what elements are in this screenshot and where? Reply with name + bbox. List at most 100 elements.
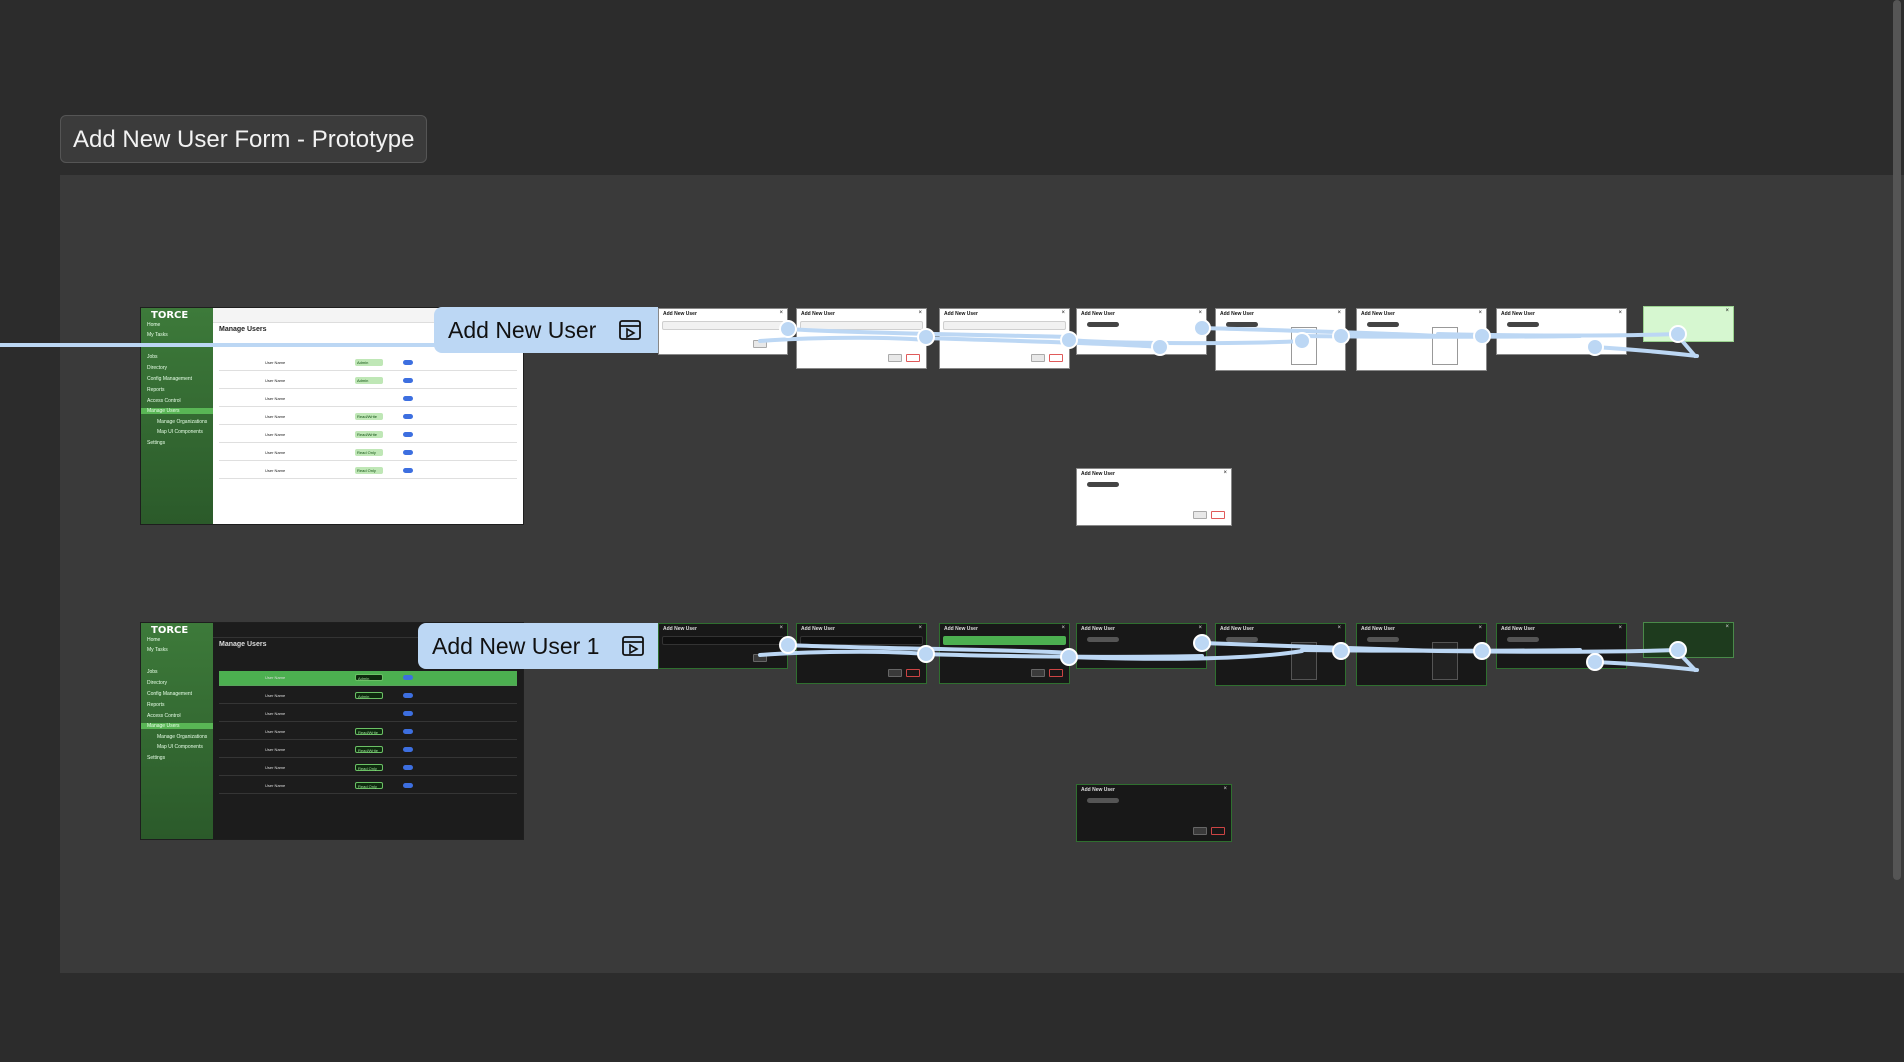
- add-button[interactable]: [753, 654, 767, 662]
- close-icon[interactable]: ×: [1061, 310, 1065, 316]
- role-select[interactable]: Read/Write: [355, 728, 383, 735]
- nav-item[interactable]: My Tasks: [147, 647, 168, 653]
- modal-step[interactable]: Add New User×: [939, 623, 1070, 684]
- search-input[interactable]: [943, 321, 1066, 330]
- role-select[interactable]: Read Only: [355, 449, 383, 456]
- close-icon[interactable]: ×: [1725, 624, 1729, 630]
- vertical-scrollbar[interactable]: [1893, 0, 1901, 880]
- success-toast[interactable]: ×: [1643, 306, 1734, 342]
- modal-step[interactable]: Add New User×: [796, 308, 927, 369]
- add-button[interactable]: [1193, 511, 1207, 519]
- user-chip[interactable]: [1226, 322, 1258, 327]
- close-icon[interactable]: ×: [1618, 310, 1622, 316]
- table-row[interactable]: User Name: [219, 392, 517, 407]
- close-icon[interactable]: ×: [779, 310, 783, 316]
- role-select[interactable]: Read Only: [355, 764, 383, 771]
- cancel-button[interactable]: [1049, 354, 1063, 362]
- section-title[interactable]: Add New User Form - Prototype: [60, 115, 428, 163]
- cancel-button[interactable]: [1049, 669, 1063, 677]
- search-input[interactable]: [800, 321, 923, 330]
- table-row[interactable]: User Name: [219, 707, 517, 722]
- close-icon[interactable]: ×: [1198, 625, 1202, 631]
- nav-item[interactable]: Config Management: [147, 691, 193, 697]
- modal-step[interactable]: Add New User×: [1356, 623, 1487, 686]
- section-frame[interactable]: [60, 175, 1904, 973]
- nav-item[interactable]: Reports: [147, 387, 165, 393]
- nav-item[interactable]: Map UI Components: [157, 744, 203, 750]
- nav-item[interactable]: Config Management: [147, 376, 193, 382]
- cancel-button[interactable]: [1211, 827, 1225, 835]
- close-icon[interactable]: ×: [1618, 625, 1622, 631]
- role-select[interactable]: Admin: [355, 692, 383, 699]
- modal-step[interactable]: Add New User×: [1356, 308, 1487, 371]
- role-select[interactable]: Read/Write: [355, 431, 383, 438]
- success-toast[interactable]: ×: [1643, 622, 1734, 658]
- nav-item[interactable]: Access Control: [147, 713, 181, 719]
- close-icon[interactable]: ×: [1337, 625, 1341, 631]
- close-icon[interactable]: ×: [779, 625, 783, 631]
- nav-item[interactable]: My Tasks: [147, 332, 168, 338]
- user-chip[interactable]: [1087, 322, 1119, 327]
- modal-step[interactable]: Add New User×: [1076, 784, 1232, 842]
- close-icon[interactable]: ×: [1061, 625, 1065, 631]
- nav-item[interactable]: Settings: [147, 755, 166, 761]
- user-chip[interactable]: [1087, 482, 1119, 487]
- add-button[interactable]: [753, 340, 767, 348]
- modal-step[interactable]: Add New User×: [1215, 623, 1346, 686]
- search-input[interactable]: [800, 636, 923, 645]
- role-dropdown[interactable]: [1432, 327, 1458, 365]
- nav-item[interactable]: Home: [147, 637, 161, 643]
- nav-item[interactable]: Manage Organizations: [157, 734, 208, 740]
- nav-item[interactable]: Map UI Components: [157, 429, 203, 435]
- nav-item[interactable]: Access Control: [147, 398, 181, 404]
- user-chip[interactable]: [1367, 637, 1399, 642]
- add-button[interactable]: [888, 669, 902, 677]
- close-icon[interactable]: ×: [1478, 310, 1482, 316]
- modal-step[interactable]: Add New User×: [1076, 468, 1232, 526]
- add-button[interactable]: [1193, 827, 1207, 835]
- role-select[interactable]: Read/Write: [355, 746, 383, 753]
- user-chip[interactable]: [1087, 637, 1119, 642]
- close-icon[interactable]: ×: [1223, 786, 1227, 792]
- search-input[interactable]: [662, 636, 784, 645]
- modal-step[interactable]: Add New User×: [1076, 308, 1207, 355]
- close-icon[interactable]: ×: [1725, 308, 1729, 314]
- modal-step[interactable]: Add New User×: [658, 623, 788, 669]
- add-button[interactable]: [888, 354, 902, 362]
- role-dropdown[interactable]: [1291, 327, 1317, 365]
- nav-item[interactable]: Manage Organizations: [157, 419, 208, 425]
- user-chip[interactable]: [1507, 322, 1539, 327]
- add-button[interactable]: [1031, 669, 1045, 677]
- close-icon[interactable]: ×: [918, 625, 922, 631]
- cancel-button[interactable]: [906, 669, 920, 677]
- add-button[interactable]: [1031, 354, 1045, 362]
- close-icon[interactable]: ×: [918, 310, 922, 316]
- role-select[interactable]: Admin: [355, 377, 383, 384]
- nav-item[interactable]: Directory: [147, 365, 168, 371]
- user-chip[interactable]: [1226, 637, 1258, 642]
- modal-step[interactable]: Add New User×: [1496, 308, 1627, 355]
- cancel-button[interactable]: [906, 354, 920, 362]
- nav-item[interactable]: Settings: [147, 440, 166, 446]
- suggestion-item[interactable]: [943, 636, 1066, 645]
- user-chip[interactable]: [1507, 637, 1539, 642]
- role-dropdown[interactable]: [1291, 642, 1317, 680]
- modal-step[interactable]: Add New User×: [658, 308, 788, 355]
- role-select[interactable]: Read Only: [355, 782, 383, 789]
- role-dropdown[interactable]: [1432, 642, 1458, 680]
- modal-step[interactable]: Add New User×: [1496, 623, 1627, 669]
- role-select[interactable]: Admin: [355, 674, 383, 681]
- cancel-button[interactable]: [1211, 511, 1225, 519]
- modal-step[interactable]: Add New User×: [1215, 308, 1346, 371]
- nav-item[interactable]: Home: [147, 322, 161, 328]
